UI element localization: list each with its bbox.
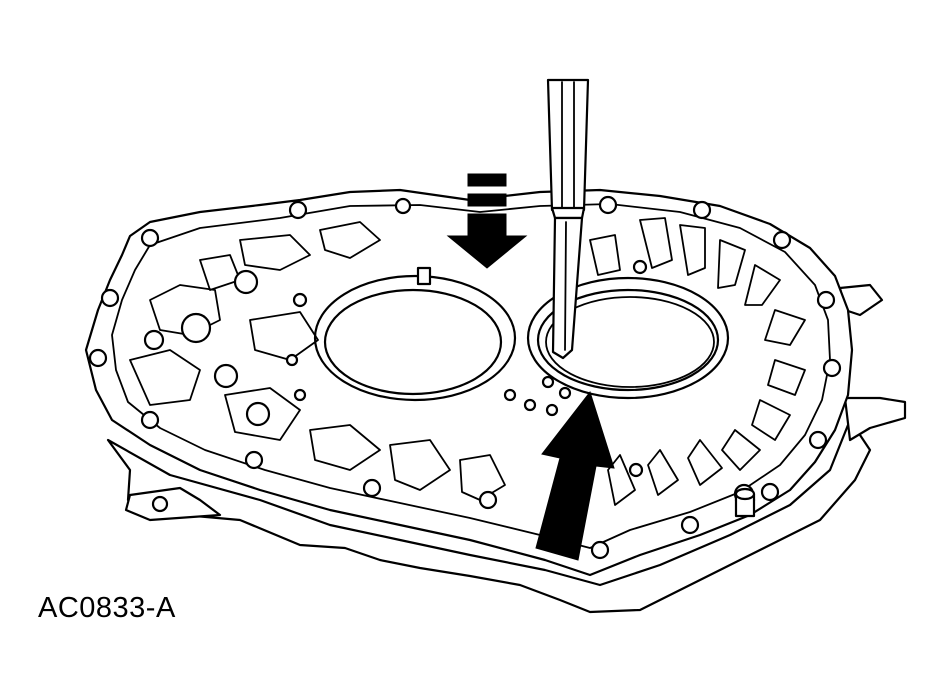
- left-bore-inner: [323, 288, 503, 396]
- seal-ring-inner: [545, 296, 715, 388]
- bolt-holes: [88, 195, 842, 560]
- seal-ring: [536, 288, 720, 392]
- tab-bolt-hole: [151, 495, 169, 513]
- mounting-tab-left: [124, 486, 222, 522]
- bore-locator-tab: [416, 266, 432, 286]
- push-down-arrow: [446, 173, 528, 269]
- housing-lower-layer: [106, 418, 872, 614]
- mounting-ear-lower-right: [843, 396, 907, 442]
- pry-up-arrow: [535, 390, 615, 561]
- screwdriver-tool: [546, 78, 590, 360]
- figure-reference-code: AC0833-A: [38, 592, 176, 624]
- dowel-pin: [734, 487, 756, 518]
